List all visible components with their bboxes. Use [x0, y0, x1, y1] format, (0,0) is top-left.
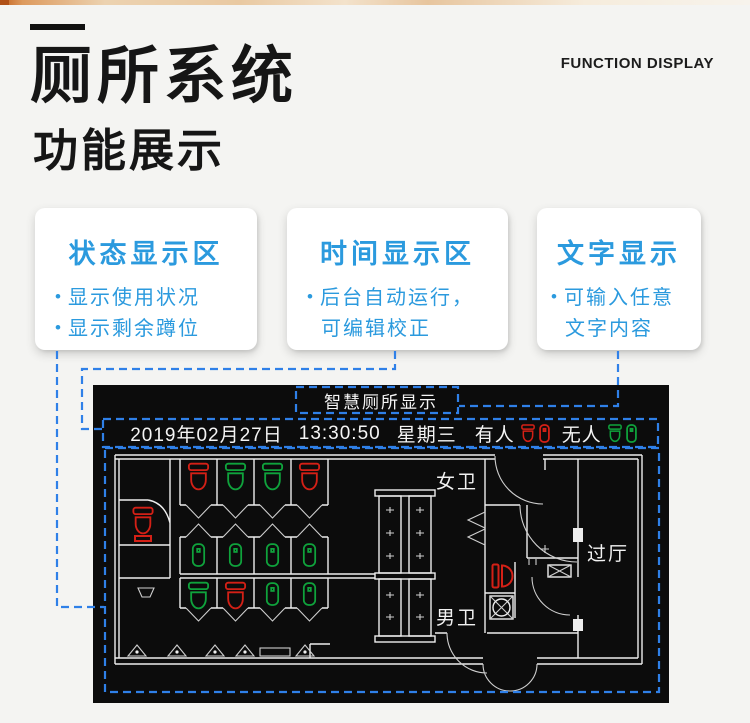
- squat-fixture: [191, 543, 206, 567]
- mop-basin: [489, 595, 514, 620]
- floor-plan: 女卫 男卫 过厅: [114, 454, 643, 692]
- top-accent-strip: [0, 0, 750, 5]
- occupied-seat-toilet-icon: [521, 424, 535, 443]
- squat-fixture: [228, 543, 243, 567]
- squat-fixture: [302, 582, 317, 606]
- feature-card-status: 状态显示区 显示使用状况 显示剩余蹲位: [35, 208, 257, 350]
- occupied-label: 有人: [474, 425, 515, 446]
- occupied-squat-toilet-icon: [539, 424, 550, 443]
- vacant-seat-toilet-icon: [608, 424, 622, 443]
- label-womens-room: 女卫: [436, 471, 478, 493]
- page-subtitle-en: FUNCTION DISPLAY: [560, 55, 714, 72]
- interior-walls: [119, 459, 579, 658]
- toilet-fixture: [187, 581, 210, 610]
- wall-pilaster: [573, 619, 583, 631]
- display-panel: 智慧厕所显示 2019年02月27日 13:30:50 星期三 有人 无人: [93, 385, 669, 703]
- faucet-ticks: [386, 507, 424, 620]
- vacant-squat-toilet-icon: [626, 424, 637, 443]
- occupied-legend-icons: [519, 424, 552, 443]
- card-bullet-cont: 可编辑校正: [321, 318, 431, 340]
- toilet-fixture: [298, 462, 321, 491]
- label-mens-room: 男卫: [436, 608, 478, 629]
- card-bullet: 显示使用状况: [55, 283, 257, 314]
- direction-arrows: [466, 511, 486, 546]
- card-bullet: 显示剩余蹲位: [55, 314, 257, 345]
- page-title-line2: 功能展示: [33, 125, 226, 176]
- squat-fixture: [302, 543, 317, 567]
- service-box: [547, 564, 572, 578]
- feature-card-text: 文字显示 可输入任意 文字内容: [537, 208, 701, 350]
- bottom-fixtures: [126, 644, 316, 657]
- card-title: 状态显示区: [68, 239, 224, 269]
- card-bullet: 可输入任意: [551, 283, 701, 314]
- weekday-text: 星期三: [396, 425, 457, 446]
- toilet-fixture: [132, 506, 154, 542]
- card-bullet: 后台自动运行，: [307, 283, 508, 314]
- vacant-label: 无人: [561, 425, 602, 446]
- sink-counters: [374, 489, 436, 643]
- card-title: 文字显示: [557, 239, 681, 269]
- card-title: 时间显示区: [320, 239, 475, 269]
- status-bar: 2019年02月27日 13:30:50 星期三 有人 无人: [103, 420, 658, 447]
- vacant-legend-icons: [606, 424, 639, 443]
- wall-pilaster: [573, 528, 583, 542]
- panel-title: 智慧厕所显示: [324, 393, 438, 412]
- toilet-fixture: [261, 462, 284, 491]
- title-dash: [30, 24, 85, 30]
- squat-fixture: [265, 582, 280, 606]
- card-bullet-cont: 文字内容: [565, 318, 653, 340]
- toilet-fixture: [224, 462, 247, 491]
- date-text: 2019年02月27日: [130, 425, 283, 446]
- toilet-fixture: [187, 462, 210, 491]
- page-title-line1: 厕所系统: [30, 42, 299, 111]
- feature-card-time: 时间显示区 后台自动运行， 可编辑校正: [287, 208, 508, 350]
- squat-fixture: [265, 543, 280, 567]
- label-hall: 过厅: [587, 543, 629, 565]
- time-text: 13:30:50: [298, 422, 381, 444]
- toilet-fixture: [224, 581, 247, 610]
- toilet-fixture: [491, 563, 514, 589]
